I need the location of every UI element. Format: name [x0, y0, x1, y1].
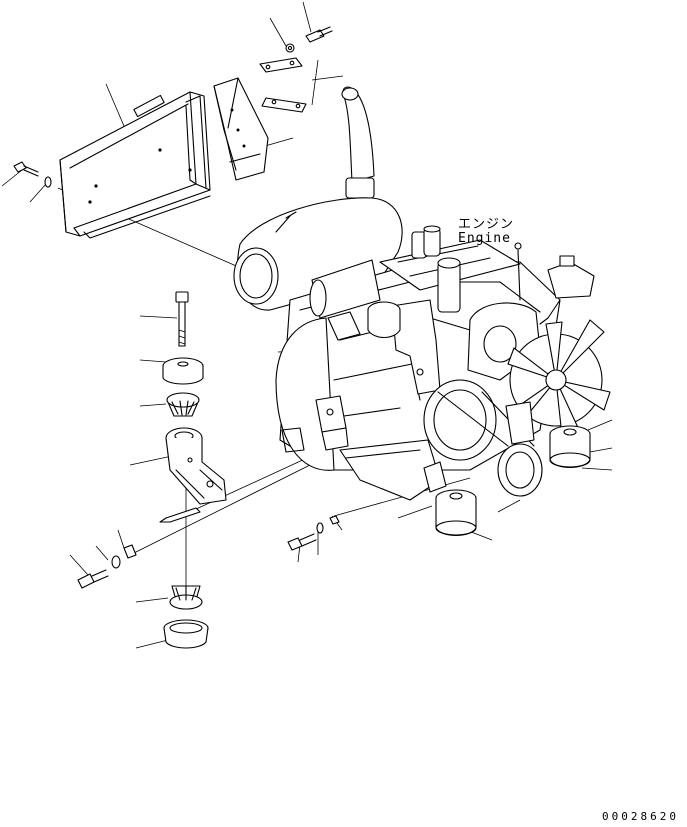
engine-label-japanese: エンジン [458, 217, 515, 232]
rubber-cushion-cone-upper [166, 392, 200, 417]
clamp-plate-lower [261, 97, 307, 113]
rubber-cushion-cone-lower [169, 585, 203, 610]
bracket-bolt-top [285, 26, 333, 53]
side-bracket [213, 77, 269, 181]
cover-plate [59, 91, 211, 239]
engine-label-english: Engine [458, 231, 511, 246]
rubber-cushion-lower [163, 619, 209, 649]
clamp-plate-upper [259, 57, 303, 73]
stud-bolt [175, 291, 189, 347]
rubber-mount-front-right [549, 425, 591, 469]
cooling-fan [507, 319, 611, 437]
rubber-cushion-upper [162, 357, 204, 385]
pin [159, 507, 201, 523]
rubber-mount-front-lower [423, 461, 477, 537]
figure-number: 00028620 [602, 810, 679, 823]
mount-bolt-center [287, 515, 340, 551]
cover-bolt [13, 161, 52, 188]
left-bolt-washer [77, 544, 137, 589]
engine-assembly [233, 86, 611, 501]
engine-mount-bracket [165, 427, 227, 505]
